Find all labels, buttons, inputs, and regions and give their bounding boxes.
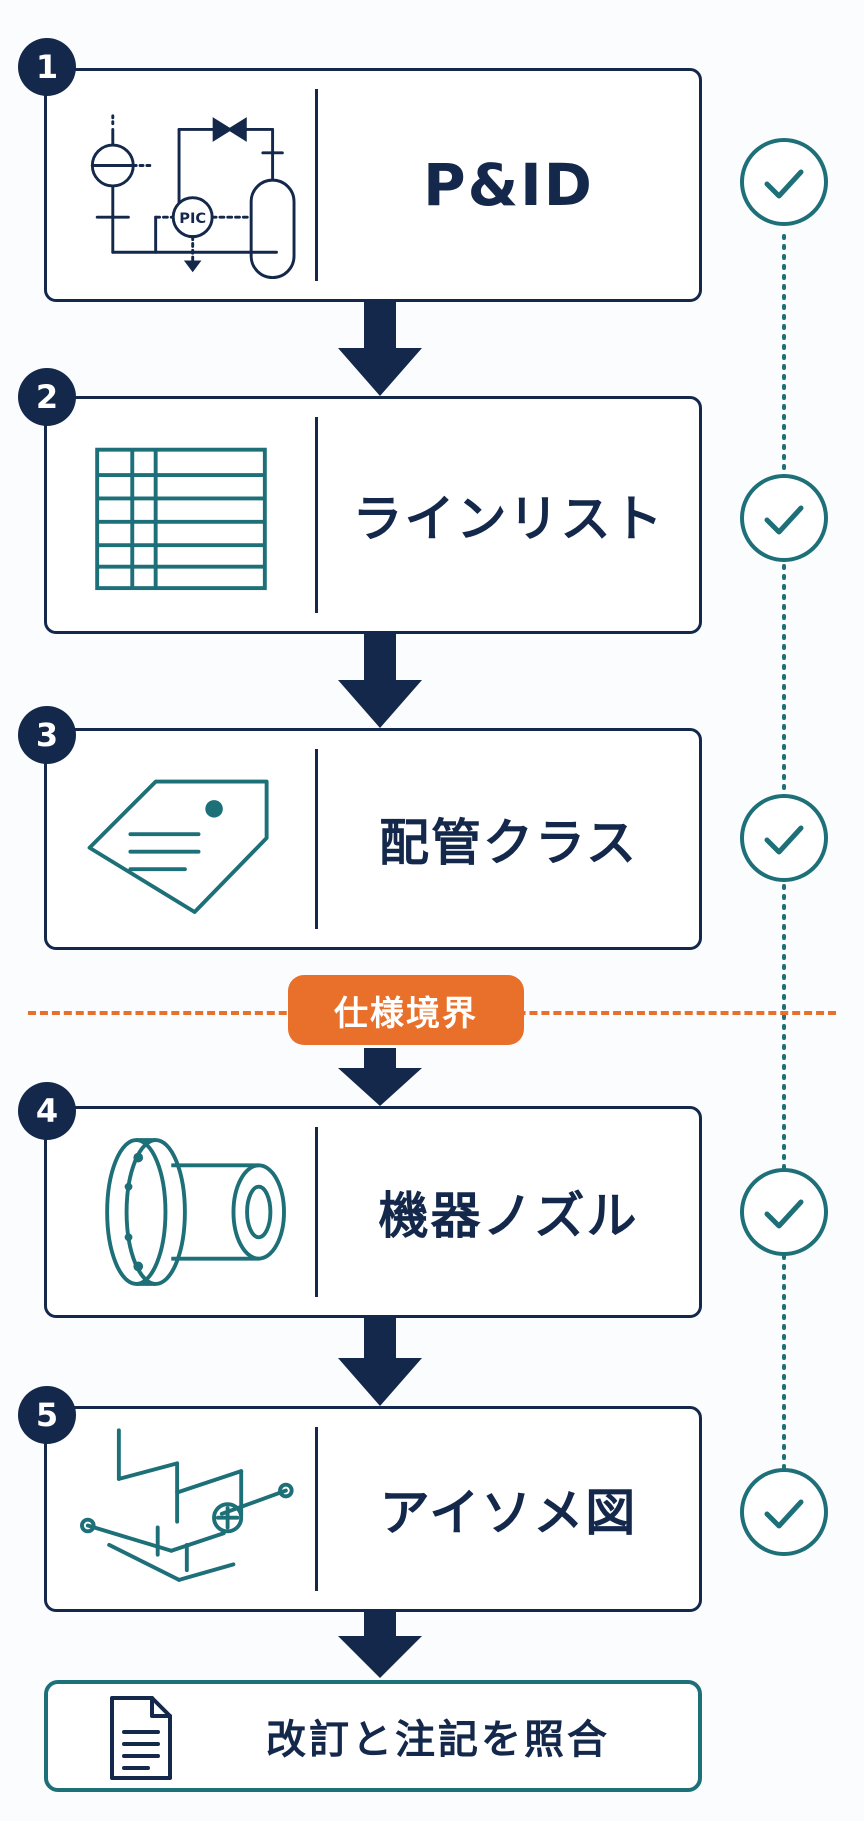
step-4-check-icon [740, 1168, 828, 1256]
final-step-card: 改訂と注記を照合 [44, 1680, 702, 1792]
step-divider [315, 417, 318, 613]
step-divider [315, 1127, 318, 1297]
isometric-piping-icon [80, 1428, 294, 1582]
step-divider [315, 1427, 318, 1591]
step-label-line-list: ラインリスト [352, 490, 665, 548]
step-card-isometric: アイソメ図 [44, 1406, 702, 1612]
step-card-pid: PIC P&ID [44, 68, 702, 302]
pid-instrument-tag: PIC [179, 210, 206, 227]
nozzle-flange-icon [105, 1138, 286, 1286]
document-icon [110, 1696, 172, 1780]
arrow-boundary-4 [338, 1048, 422, 1106]
step-divider [315, 89, 318, 281]
step-label-equipment-nozzle: 機器ノズル [378, 1187, 639, 1245]
step-divider [315, 749, 318, 929]
step-card-line-list: ラインリスト [44, 396, 702, 634]
step-card-equipment-nozzle: 機器ノズル [44, 1106, 702, 1318]
tag-icon [87, 779, 269, 914]
step-1-check-icon [740, 138, 828, 226]
step-number-badge-1: 1 [18, 38, 76, 96]
step-number-badge-2: 2 [18, 368, 76, 426]
step-card-piping-class: 配管クラス [44, 728, 702, 950]
step-label-isometric: アイソメ図 [379, 1484, 638, 1542]
step-2-check-icon [740, 474, 828, 562]
step-5-check-icon [740, 1468, 828, 1556]
table-icon [95, 447, 267, 591]
step-label-pid: P&ID [423, 151, 594, 219]
step-3-check-icon [740, 794, 828, 882]
arrow-2-3 [338, 634, 422, 728]
spec-boundary-label: 仕様境界 [288, 975, 524, 1045]
arrow-4-5 [338, 1318, 422, 1406]
final-step-label: 改訂と注記を照合 [266, 1717, 610, 1763]
step-number-badge-5: 5 [18, 1386, 76, 1444]
step-number-badge-3: 3 [18, 706, 76, 764]
arrow-1-2 [338, 302, 422, 396]
step-number-badge-4: 4 [18, 1082, 76, 1140]
step-label-piping-class: 配管クラス [379, 814, 638, 872]
arrow-5-final [338, 1612, 422, 1678]
pid-diagram-icon: PIC [90, 114, 296, 280]
